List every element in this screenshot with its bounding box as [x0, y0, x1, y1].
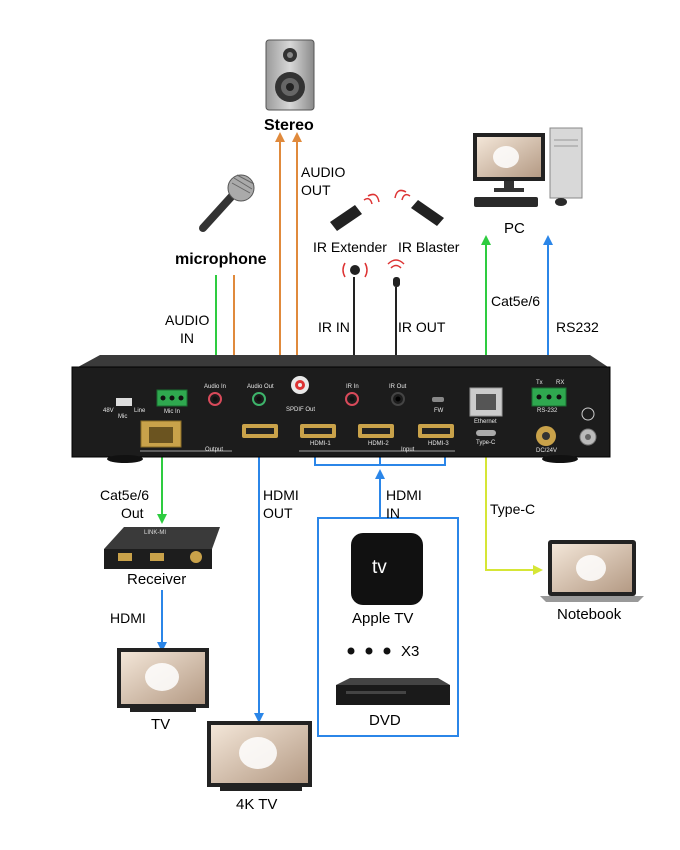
panel-spdif: SPDIF Out	[286, 407, 316, 413]
panel-audio-out: Audio Out	[247, 384, 274, 390]
panel-ir-out: IR Out	[389, 384, 407, 390]
panel-mic-switch: Mic	[118, 414, 128, 420]
ir-receiver-eye-icon	[342, 262, 368, 278]
panel-fw: FW	[434, 408, 444, 414]
panel-hdmi1: HDMI-1	[310, 441, 331, 447]
pc-icon	[473, 127, 583, 207]
panel-ethernet: Ethernet	[474, 419, 497, 425]
cat-pc-label: Cat5e/6	[491, 293, 541, 309]
panel-mic-in: Mic In	[164, 409, 181, 415]
panel-hdmi2: HDMI-2	[368, 441, 389, 447]
audio-in-label-2: IN	[180, 330, 194, 346]
hdmi-out-label-1: HDMI	[263, 487, 299, 503]
rs232-label: RS232	[556, 319, 599, 335]
ellipsis-dots-icon	[347, 647, 391, 655]
panel-audio-in: Audio In	[204, 384, 227, 390]
receiver-label: Receiver	[127, 571, 187, 588]
notebook-icon	[540, 540, 644, 602]
panel-type-c: Type-C	[476, 440, 496, 446]
type-c-label: Type-C	[490, 501, 536, 517]
panel-rs232: RS-232	[537, 408, 558, 414]
microphone-icon	[199, 174, 255, 232]
hdmi-in-label-2: IN	[386, 505, 400, 521]
panel-tx: Tx	[536, 380, 543, 386]
hdmi-out-label-2: OUT	[263, 505, 293, 521]
pc-label: PC	[504, 220, 525, 237]
panel-48v: 48V	[103, 408, 114, 414]
switcher-rear-panel	[71, 355, 611, 463]
apple-tv-logo-text: tv	[372, 557, 387, 578]
ir-emitter-icon	[387, 259, 405, 287]
dvd-label: DVD	[369, 712, 401, 729]
panel-rx: RX	[556, 380, 565, 386]
audio-out-label-2: OUT	[301, 182, 331, 198]
ir-blaster-label: IR Blaster	[398, 239, 460, 255]
panel-output: Output	[205, 447, 224, 453]
tv-icon	[117, 648, 209, 712]
audio-in-label-1: AUDIO	[165, 312, 210, 328]
panel-ir-in: IR In	[346, 384, 359, 390]
notebook-label: Notebook	[557, 606, 622, 623]
multiplier-label: X3	[401, 643, 420, 660]
cat-out-label-1: Cat5e/6	[100, 487, 150, 503]
microphone-label: microphone	[175, 251, 267, 268]
receiver-hdmi-label: HDMI	[110, 610, 146, 626]
apple-tv-label: Apple TV	[352, 610, 414, 627]
panel-input: Input	[401, 447, 415, 453]
receiver-device-icon	[104, 527, 220, 569]
ir-extender-label: IR Extender	[313, 239, 387, 255]
tv-4k-icon	[207, 721, 312, 791]
apple-tv-icon	[351, 533, 423, 605]
cat-out-label-2: Out	[121, 505, 144, 521]
ir-out-label: IR OUT	[398, 319, 446, 335]
stereo-label: Stereo	[264, 117, 314, 134]
ir-blaster-remote-icon	[394, 189, 444, 226]
ir-extender-remote-icon	[330, 193, 380, 231]
source-devices-box	[317, 517, 459, 737]
dvd-player-icon	[336, 678, 450, 705]
stereo-speaker-icon	[265, 39, 315, 111]
panel-dc: DC/24V	[536, 448, 558, 454]
type-c-cable	[485, 450, 540, 571]
tv-label: TV	[151, 716, 171, 733]
receiver-brand-text: LINK-MI	[144, 530, 167, 536]
hdmi-in-label-1: HDMI	[386, 487, 422, 503]
ir-in-label: IR IN	[318, 319, 350, 335]
panel-line: Line	[134, 408, 146, 414]
panel-hdmi3: HDMI-3	[428, 441, 449, 447]
tv-4k-label: 4K TV	[236, 796, 278, 813]
audio-out-label-1: AUDIO	[301, 164, 346, 180]
